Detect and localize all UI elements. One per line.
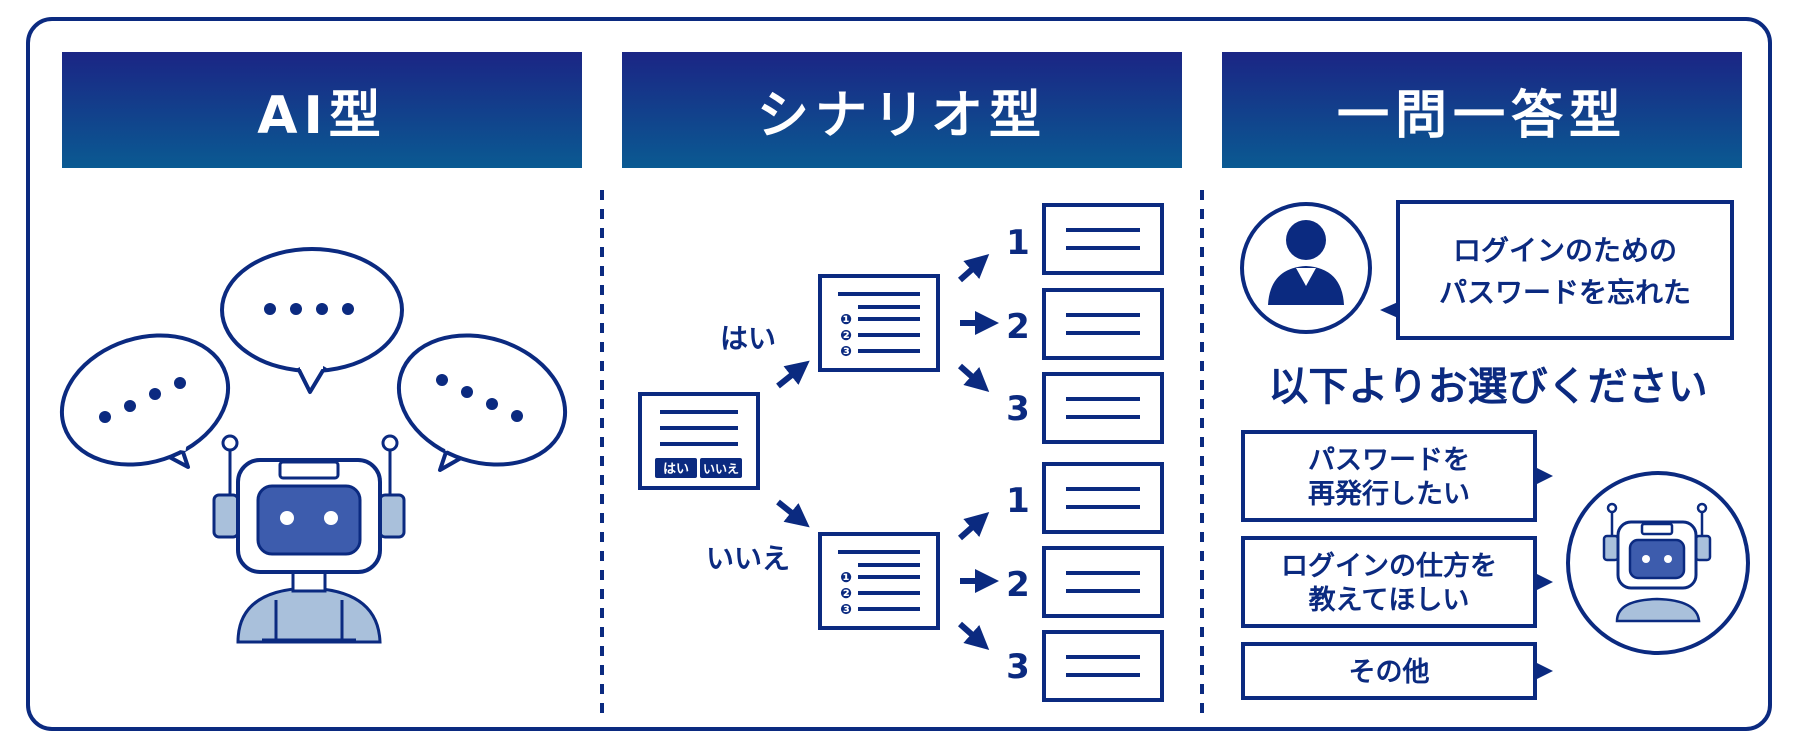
header-scenario: シナリオ型 (622, 52, 1182, 168)
prompt-text: 以下よりお選びください (1268, 364, 1707, 410)
question-bubble: ログインのための パスワードを忘れた (1380, 200, 1734, 340)
arrow-option (958, 254, 990, 283)
option-number: 1 (1006, 481, 1030, 521)
menu-number-1: ❶ (840, 570, 852, 586)
outer-frame (26, 17, 1772, 731)
qa-option-1-line-1: パスワードを (1308, 445, 1470, 476)
option-cards (1042, 203, 1164, 702)
branch-no-label: いいえ (706, 542, 790, 575)
user-avatar (1240, 202, 1372, 334)
qa-option-2[interactable]: ログインの仕方を 教えてほしい (1241, 536, 1553, 628)
start-no-label: いいえ (703, 462, 739, 476)
ellipsis-icon (264, 303, 354, 315)
qa-option-1-line-2: 再発行したい (1308, 478, 1470, 510)
speech-bubble-left (59, 333, 231, 469)
header-qa: 一問一答型 (1222, 52, 1742, 168)
qa-option-2-line-2: 教えてほしい (1309, 585, 1470, 616)
question-line-2: パスワードを忘れた (1439, 276, 1691, 309)
menu-number-3: ❸ (840, 602, 852, 618)
option-card (1042, 462, 1164, 534)
arrow-no (776, 499, 810, 528)
option-card (1042, 203, 1164, 275)
ellipsis-icon (436, 374, 523, 422)
header-ai: AI型 (62, 52, 582, 168)
qa-option-2-line-1: ログインの仕方を (1281, 550, 1497, 582)
scenario-panel: はい いいえ はい いいえ ❶ ❷ ❸ (638, 203, 1164, 702)
start-no-button[interactable] (700, 458, 742, 478)
option-number: 3 (1006, 389, 1030, 429)
option-card (1042, 288, 1164, 360)
menu-card-yes: ❶ ❷ ❸ (818, 274, 940, 372)
option-number: 3 (1006, 647, 1030, 687)
menu-number-2: ❷ (840, 586, 852, 602)
speech-bubble-top (220, 247, 404, 394)
start-yes-button[interactable] (655, 458, 697, 478)
menu-number-3: ❸ (840, 344, 852, 360)
option-card (1042, 372, 1164, 444)
qa-option-1[interactable]: パスワードを 再発行したい (1241, 430, 1553, 522)
qa-option-3[interactable]: その他 (1241, 642, 1553, 700)
menu-number-2: ❷ (840, 328, 852, 344)
start-card: はい いいえ (638, 392, 760, 490)
question-line-1: ログインのための (1453, 234, 1677, 267)
arrow-option (958, 621, 990, 650)
option-number: 2 (1006, 565, 1030, 605)
option-card (1042, 630, 1164, 702)
arrow-option (958, 363, 990, 392)
qa-panel: ログインのための パスワードを忘れた 以下よりお選びください パスワードを 再発… (1240, 200, 1750, 700)
option-number: 1 (1006, 223, 1030, 263)
arrow-yes (776, 360, 810, 389)
bot-avatar (1566, 471, 1750, 655)
option-card (1042, 546, 1164, 618)
start-yes-label: はい (663, 462, 689, 477)
speech-bubble-right (396, 333, 568, 472)
ai-panel (59, 247, 568, 644)
qa-option-3-line-1: その他 (1349, 657, 1430, 688)
menu-number-1: ❶ (840, 312, 852, 328)
robot-icon (212, 434, 406, 644)
branch-yes-label: はい (720, 322, 776, 355)
option-card-lines (1066, 228, 1140, 677)
arrow-option (958, 512, 990, 541)
robot-icon (1602, 502, 1712, 623)
option-number: 2 (1006, 307, 1030, 347)
menu-card-no: ❶ ❷ ❸ (818, 532, 940, 630)
ellipsis-icon (99, 377, 186, 423)
